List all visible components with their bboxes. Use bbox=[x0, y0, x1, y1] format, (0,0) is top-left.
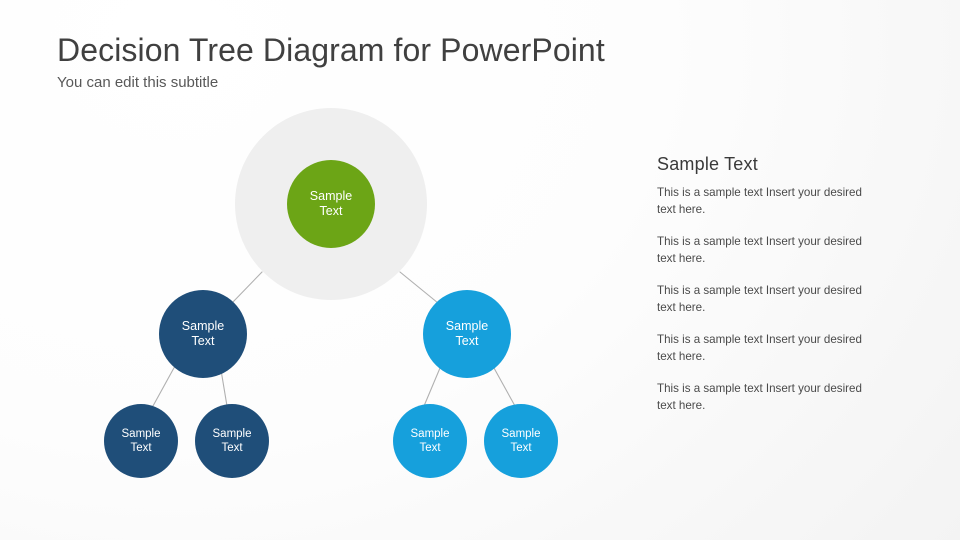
connector-right-to-leaf2 bbox=[493, 367, 516, 407]
tree-node-leaf-left-2[interactable]: Sample Text bbox=[195, 404, 269, 478]
slide-header: Decision Tree Diagram for PowerPoint You… bbox=[57, 30, 777, 93]
connector-root-to-left bbox=[231, 271, 263, 304]
connector-left-to-leaf2 bbox=[220, 369, 228, 407]
tree-node-leaf-left-1-label: Sample Text bbox=[121, 428, 161, 454]
page-title: Decision Tree Diagram for PowerPoint bbox=[57, 32, 605, 68]
panel-paragraph: This is a sample text Insert your desire… bbox=[657, 284, 862, 314]
connector-left-to-leaf1 bbox=[152, 365, 176, 407]
description-panel: Sample Text This is a sample text Insert… bbox=[657, 152, 872, 414]
decision-tree-diagram: Sample Text Sample Text Sample Text Samp… bbox=[104, 108, 558, 478]
panel-paragraph: This is a sample text Insert your desire… bbox=[657, 333, 862, 363]
tree-node-leaf-right-1[interactable]: Sample Text bbox=[393, 404, 467, 478]
tree-node-leaf-left-1[interactable]: Sample Text bbox=[104, 404, 178, 478]
panel-paragraph: This is a sample text Insert your desire… bbox=[657, 235, 862, 265]
tree-node-root[interactable]: Sample Text bbox=[287, 160, 375, 248]
tree-node-leaf-right-1-label: Sample Text bbox=[410, 428, 450, 454]
tree-node-branch-right[interactable]: Sample Text bbox=[423, 290, 511, 378]
tree-node-leaf-left-2-label: Sample Text bbox=[212, 428, 252, 454]
panel-heading: Sample Text bbox=[657, 154, 758, 174]
tree-node-leaf-right-2-label: Sample Text bbox=[501, 428, 541, 454]
panel-paragraph: This is a sample text Insert your desire… bbox=[657, 186, 862, 216]
tree-node-branch-right-label: Sample Text bbox=[445, 319, 489, 348]
connector-root-to-right bbox=[399, 271, 439, 304]
page-subtitle: You can edit this subtitle bbox=[57, 74, 219, 91]
tree-node-root-label: Sample Text bbox=[309, 189, 353, 218]
tree-node-branch-left-label: Sample Text bbox=[181, 319, 225, 348]
tree-node-leaf-right-2[interactable]: Sample Text bbox=[484, 404, 558, 478]
connector-right-to-leaf1 bbox=[423, 367, 441, 407]
panel-paragraph: This is a sample text Insert your desire… bbox=[657, 382, 862, 412]
tree-node-branch-left[interactable]: Sample Text bbox=[159, 290, 247, 378]
